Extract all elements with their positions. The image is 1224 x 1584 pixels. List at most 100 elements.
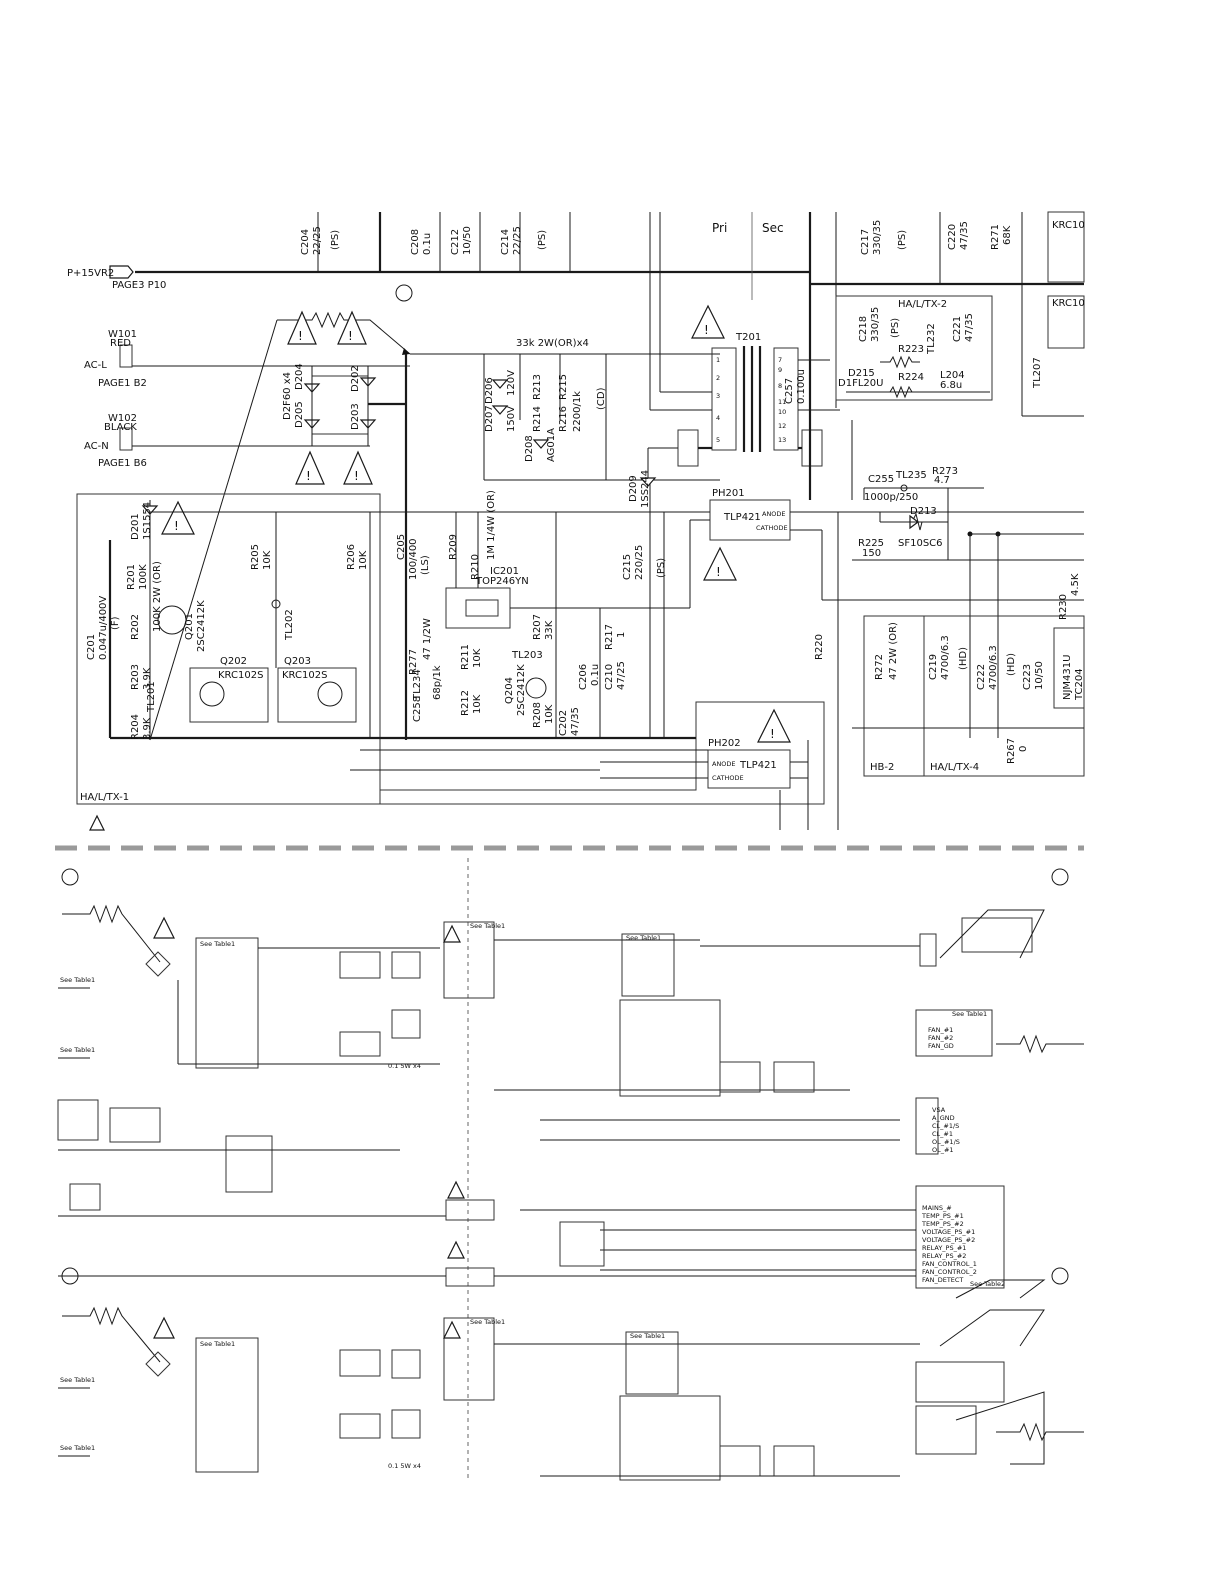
ic-njm431u [1053, 627, 1085, 709]
svg-text:!: ! [298, 329, 303, 343]
ph202-ref: PH202 [708, 738, 741, 749]
board-ha-l-tx-4: HB-2 HA/L/TX-4 R272 47 2W (OR) C219 4700… [852, 615, 1085, 777]
snubber-label: 33k 2W(OR)x4 [516, 338, 589, 349]
r206-val: 10K [358, 550, 369, 570]
mounting-hole [61, 868, 79, 886]
warning-icon: ! [703, 546, 737, 581]
ph201-cathode: CATHODE [756, 524, 788, 532]
optocoupler-ph202: PH202 ANODE TLP421 CATHODE ! [350, 708, 809, 830]
r223-ref: R223 [898, 344, 924, 355]
r210-ref: R210 [470, 554, 481, 580]
ic-comparator [225, 1135, 273, 1193]
r230-val: 4.5K [1070, 573, 1081, 596]
r205-val: 10K [262, 550, 273, 570]
warning-icon: ! [161, 500, 195, 535]
d215-val: D1FL20U [838, 378, 883, 389]
warning-icon [89, 814, 105, 831]
connector-w102 [119, 427, 133, 451]
cn-pin-volt1: VOLTAGE_PS_#1 [922, 1228, 975, 1236]
svg-text:See Table1: See Table1 [630, 1332, 665, 1340]
c222-note: (HD) [1006, 653, 1017, 676]
d207-ref: D207 [484, 405, 495, 432]
ph202-part: TLP421 [739, 760, 777, 771]
c258-val: 68p/1k [432, 665, 443, 700]
cn-pin-temp1: TEMP_PS_#1 [921, 1212, 964, 1220]
r211-val: 10K [472, 648, 483, 668]
c222-val: 4700/6.3 [988, 645, 999, 690]
r201-ref: R201 [126, 564, 137, 590]
tl207-ref: TL207 [1032, 357, 1043, 389]
r267-val: 0 [1018, 746, 1029, 752]
cn-pin-fanctl2: FAN_CONTROL_2 [922, 1268, 977, 1276]
board-hb2-label: HB-2 [870, 762, 894, 773]
q201-val: 2SC2412K [196, 600, 207, 652]
l204-ref: L204 [940, 370, 965, 381]
cn-pin-fanctl1: FAN_CONTROL_1 [922, 1260, 977, 1268]
r209-ref: R209 [448, 534, 459, 560]
warning-icon: ! [691, 304, 725, 339]
c220-ref: C220 [947, 224, 958, 250]
r207-val: 33K [544, 620, 555, 640]
svg-text:See Table1: See Table1 [60, 1046, 95, 1054]
rail-label: P+15VR2 [67, 268, 114, 279]
c223-ref: C223 [1022, 664, 1033, 690]
r271-val: 68K [1002, 225, 1013, 245]
bridge-type-label: D2F60 x4 [282, 372, 293, 420]
c204-note: (PS) [330, 230, 341, 250]
pa-pin-cl1s: CL_#1/S [932, 1122, 959, 1130]
svg-text:3: 3 [716, 392, 720, 400]
board-ha-l-tx-1: HA/L/TX-1 [76, 493, 825, 831]
channel-1: See Table1 See Table1 See Table1 0.1 5W … [58, 904, 920, 1141]
d209-ref: D209 [628, 475, 639, 502]
r207-ref: R207 [532, 614, 543, 640]
cn-pin-volt2: VOLTAGE_PS_#2 [922, 1236, 975, 1244]
r225-val: 150 [862, 548, 881, 559]
svg-text:See Table1: See Table1 [952, 1010, 987, 1018]
c214-note: (PS) [537, 230, 548, 250]
c218-note: (PS) [890, 318, 901, 338]
c215-ref: C215 [622, 554, 633, 580]
krc10-top-label: KRC10 [1052, 220, 1085, 231]
c218-ref: C218 [858, 316, 869, 342]
ic201-ref: IC201 [490, 566, 519, 577]
ph202-anode: ANODE [712, 760, 736, 768]
svg-text:9: 9 [778, 366, 782, 374]
q204-val: 2SC2412K [516, 664, 527, 716]
board-4-label: HA/L/TX-4 [930, 762, 979, 773]
cn-pin-fandet: FAN_DETECT [922, 1276, 963, 1284]
c204-ref: C204 [300, 229, 311, 255]
bottom-schematic: See Table1 See Table1 See Table1 0.1 5W … [57, 858, 1084, 1481]
q201-ref: Q201 [184, 613, 195, 640]
d208-ref: D208 [524, 435, 535, 462]
d207-val: 150V [506, 406, 517, 432]
board-ha-l-tx-2: HA/L/TX-2 C218 330/35 (PS) TL232 C221 47… [784, 295, 1043, 404]
warning-icon [153, 916, 175, 939]
pa-pin-ol1s: OL_#1/S [932, 1138, 960, 1146]
r202-ref: R202 [130, 614, 141, 640]
svg-text:See Table1: See Table1 [60, 1444, 95, 1452]
c218-val: 330/35 [870, 307, 881, 342]
ic201-controller: IC201 TOP246YN [445, 512, 691, 629]
c222-ref: C222 [976, 664, 987, 690]
c201-note: (F) [110, 616, 121, 630]
tl232-ref: TL232 [926, 323, 937, 355]
feedback-network: R209 R210 1M 1/4W (OR) R277 47 1/2W TL23… [408, 480, 667, 738]
c219-val: 4700/6.3 [940, 635, 951, 680]
r211-ref: R211 [460, 644, 471, 670]
snubber-network: 33k 2W(OR)x4 D206 120V D207 150V R213 R2… [483, 338, 720, 481]
c255-val: 1000p/250 [864, 492, 918, 503]
svg-text:8: 8 [778, 382, 782, 390]
c206-val: 0.1u [590, 664, 601, 686]
r206-ref: R206 [346, 544, 357, 570]
r203-ref: R203 [130, 664, 141, 690]
svg-text:11: 11 [778, 398, 786, 406]
svg-text:See Table1: See Table1 [200, 1340, 235, 1348]
connector-bank-1: See Table1 FAN_#1 FAN_#2 FAN_GD VSA A_GN… [520, 909, 1084, 1299]
d205-label: D205 [294, 401, 305, 428]
c201-ref: C201 [86, 634, 97, 660]
cn-pin-mains: MAINS_# [922, 1204, 952, 1212]
transistor-q203 [277, 667, 357, 723]
r203-val: 3.9K [142, 667, 153, 690]
r225-ref: R225 [858, 538, 884, 549]
